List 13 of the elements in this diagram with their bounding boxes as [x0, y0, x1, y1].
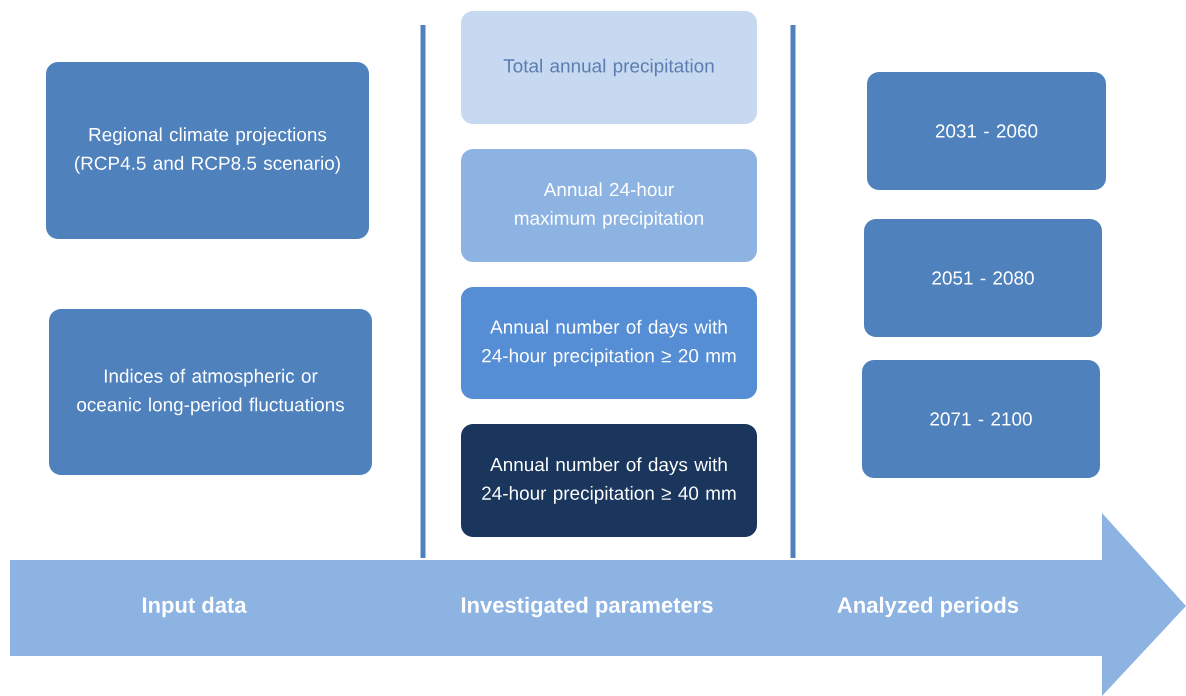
parameter-box: Annual number of days with 24-hour precipitation ≥ 20 mm: [461, 287, 757, 399]
period-box: 2051 - 2080: [864, 219, 1102, 337]
band-label: Investigated parameters: [461, 596, 713, 618]
parameter-box: Annual number of days with 24-hour precipitation ≥ 40 mm: [461, 424, 757, 537]
parameter-box: Annual 24-hour maximum precipitation: [461, 149, 757, 262]
input-box: Indices of atmospheric or oceanic long-period fluctuations: [49, 309, 372, 475]
arrow-band: [10, 513, 1186, 696]
period-box: 2071 - 2100: [862, 360, 1100, 478]
band-label: Input data: [142, 596, 247, 618]
period-box: 2031 - 2060: [867, 72, 1106, 190]
band-label: Analyzed periods: [837, 596, 1019, 618]
parameter-box: Total annual precipitation: [461, 11, 757, 124]
input-box: Regional climate projections (RCP4.5 and RCP8.5 scenario): [46, 62, 369, 239]
